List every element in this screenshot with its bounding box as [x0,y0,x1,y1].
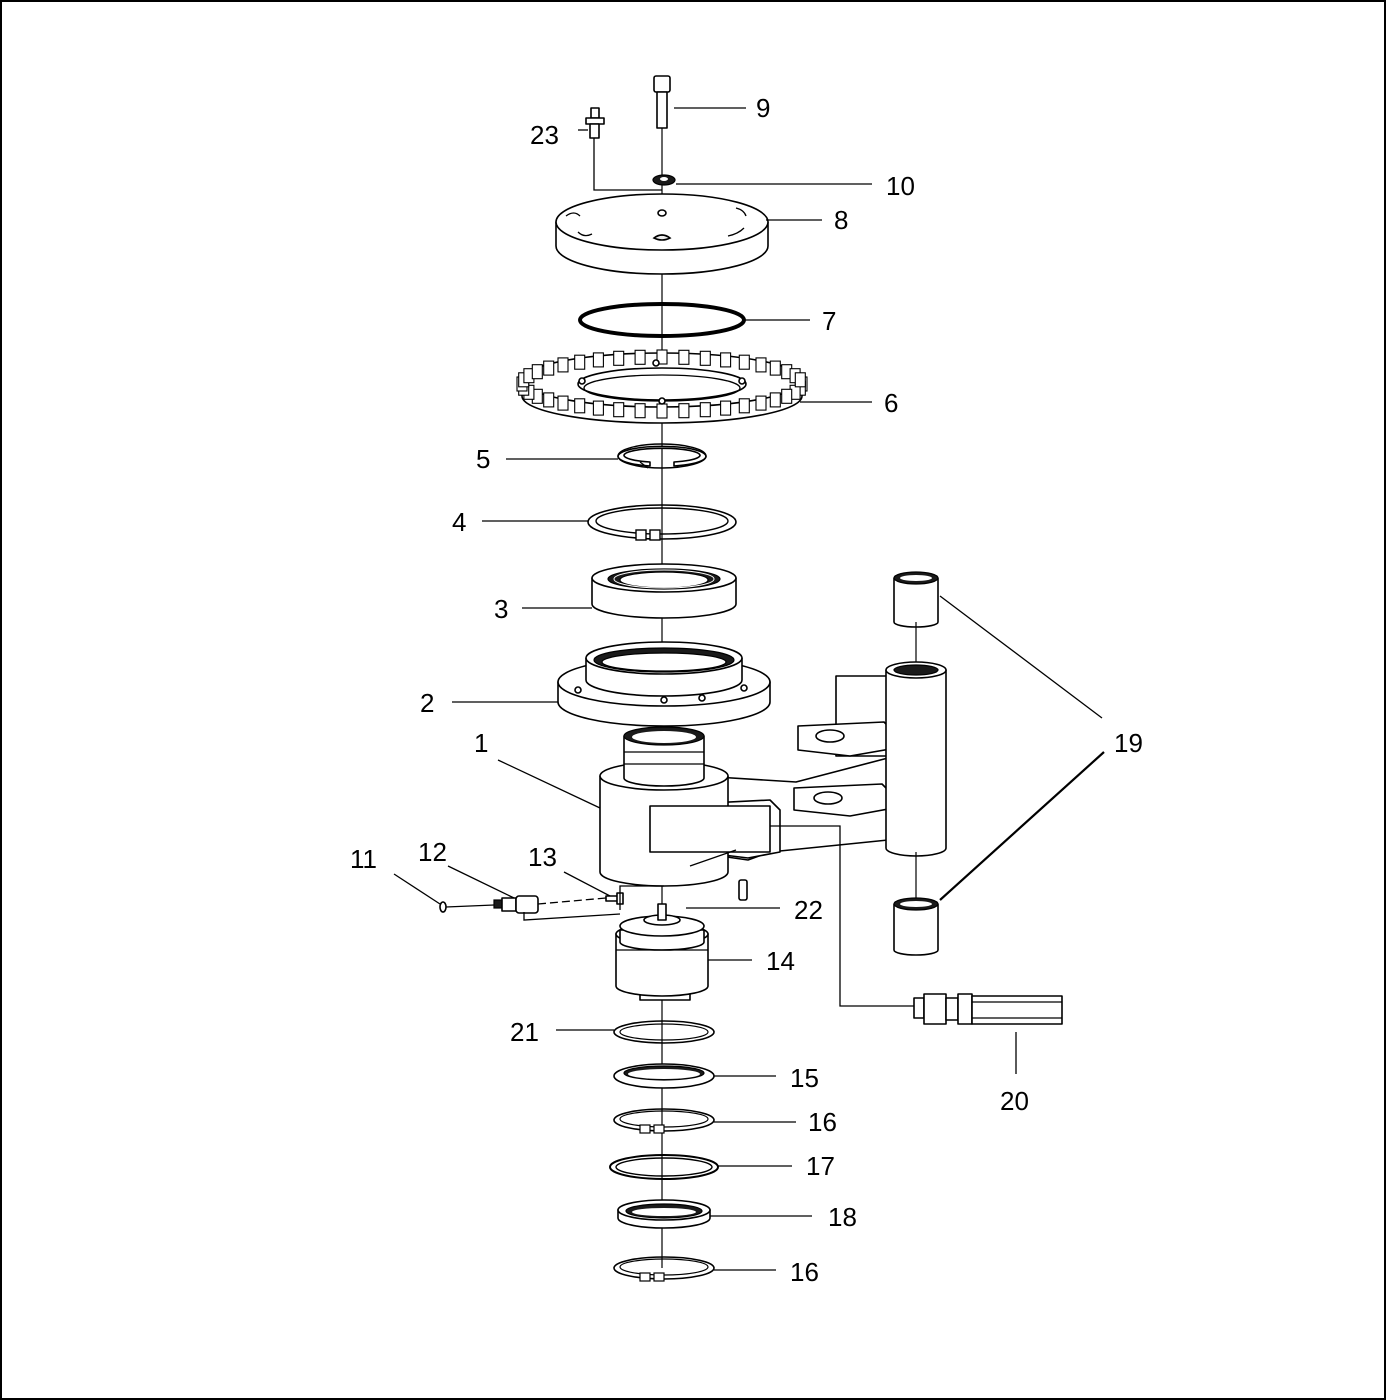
sprocket-tooth [738,398,750,414]
label-22: 22 [794,895,823,925]
leader-lines [393,107,1105,1271]
label-4: 4 [452,507,466,537]
sprocket-tooth [794,372,806,388]
sprocket-tooth [613,402,625,418]
sprocket-tooth [755,395,767,411]
part-22-pin [738,879,748,901]
part-17-o-ring [609,1154,719,1180]
label-15: 15 [790,1063,819,1093]
part-9-bolt [653,75,671,129]
part-16-snap-ring-bottom [613,1256,715,1282]
sprocket-tooth [613,350,625,366]
part-12-fitting [493,895,539,914]
label-23: 23 [530,120,559,150]
sprocket-tooth [769,360,781,376]
part-19-bushing-top [893,571,939,628]
part-3-bearing [591,563,737,619]
sprocket-tooth [678,349,690,365]
label-7: 7 [822,306,836,336]
part-15-washer [613,1063,715,1089]
label-13: 13 [528,842,557,872]
label-10: 10 [886,171,915,201]
part-6-sprocket [516,349,808,424]
sprocket-tooth [781,388,793,404]
label-1: 1 [474,728,488,758]
sprocket-tooth [531,364,543,380]
sprocket-tooth [543,360,555,376]
label-5: 5 [476,444,490,474]
label-21: 21 [510,1017,539,1047]
label-2: 2 [420,688,434,718]
sprocket-tooth [574,398,586,414]
sprocket-tooth [656,349,668,365]
sprocket-tooth [699,350,711,366]
sprocket-tooth [769,392,781,408]
label-6: 6 [884,388,898,418]
part-19-bushing-bottom [893,897,939,956]
part-8-cover-plate [555,193,769,275]
sprocket-tooth [634,403,646,419]
sprocket-tooth [557,395,569,411]
sprocket-tooth [634,349,646,365]
label-11: 11 [350,844,377,874]
label-18: 18 [828,1202,857,1232]
part-16-snap-ring-top [613,1108,715,1134]
label-14: 14 [766,946,795,976]
sprocket-tooth [720,352,732,368]
part-4-snap-ring [587,504,737,541]
kingpin-tube [885,661,947,857]
sprocket-tooth [656,403,668,419]
part-1-fork-housing [599,675,897,887]
sprocket-tooth [755,357,767,373]
part-14-wheel-hub [615,903,709,1001]
part-11-plug [439,901,495,913]
label-9: 9 [756,93,770,123]
part-21-o-ring [613,1020,715,1044]
label-17: 17 [806,1151,835,1181]
part-20-hose [770,825,1063,1025]
label-3: 3 [494,594,508,624]
sprocket-tooth [574,354,586,370]
sprocket-tooth [720,400,732,416]
part-5-snap-ring [617,443,707,469]
part-10-washer [652,174,676,186]
label-16-top: 16 [808,1107,837,1137]
label-19: 19 [1114,728,1143,758]
sprocket-tooth [592,352,604,368]
label-12: 12 [418,837,447,867]
sprocket-tooth [699,402,711,418]
part-2-housing [557,641,771,727]
part-18-seal [617,1199,711,1229]
label-8: 8 [834,205,848,235]
label-16-bottom: 16 [790,1257,819,1287]
sprocket-tooth [592,400,604,416]
sprocket-tooth [543,392,555,408]
sprocket-tooth [678,403,690,419]
label-20: 20 [1000,1086,1029,1116]
sprocket-tooth [557,357,569,373]
sprocket-tooth [738,354,750,370]
